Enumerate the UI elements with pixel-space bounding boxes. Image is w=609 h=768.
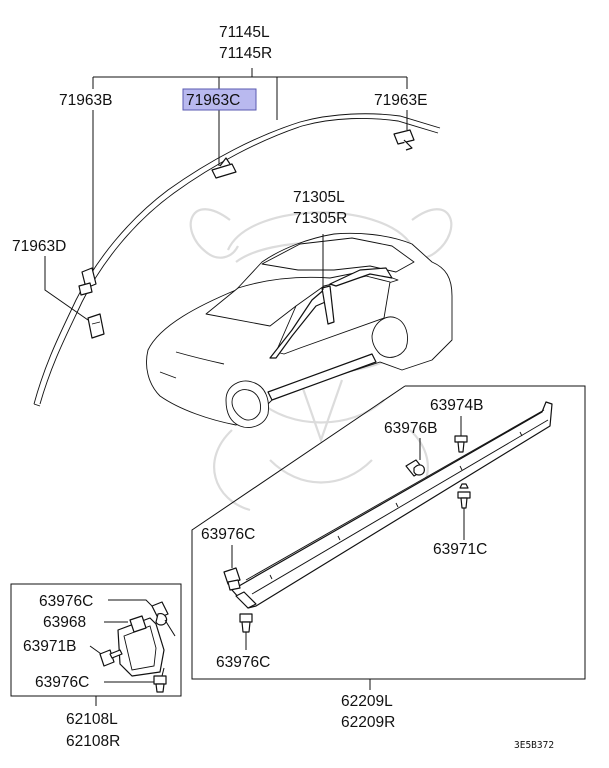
highlight-71963c	[182, 88, 257, 111]
label-inset-63968: 63968	[43, 614, 86, 631]
mudguard-inset-frame	[10, 583, 182, 706]
label-71305l: 71305L	[293, 189, 345, 206]
clip-63976c-lower	[239, 613, 253, 650]
label-71145r: 71145R	[219, 45, 272, 62]
clip-71963e	[393, 129, 415, 151]
label-62209l: 62209L	[341, 693, 393, 710]
clip-63976b	[405, 438, 425, 477]
diagram-code: 3E5B372	[514, 740, 554, 751]
roof-molding-bracket	[92, 68, 408, 120]
label-71963e: 71963E	[374, 92, 427, 109]
clip-71963b	[78, 267, 97, 296]
label-63971c: 63971C	[433, 541, 487, 558]
label-71963d: 71963D	[12, 238, 66, 255]
label-63976c-upper: 63976C	[201, 526, 255, 543]
label-62108r: 62108R	[66, 733, 120, 750]
label-71963b: 71963B	[59, 92, 112, 109]
label-inset-63976c-bottom: 63976C	[35, 674, 89, 691]
inset-screw-63971b	[89, 645, 123, 667]
clip-71963d-leader	[44, 256, 89, 321]
inset-clip-63976c-bottom	[104, 667, 167, 693]
side-sill-molding	[231, 401, 553, 609]
label-71963c[interactable]: 71963C	[186, 92, 240, 109]
label-63976c-lower: 63976C	[216, 654, 270, 671]
mudguard	[117, 615, 165, 677]
label-63974b: 63974B	[430, 397, 483, 414]
label-62209r: 62209R	[341, 714, 395, 731]
screw-63974b	[454, 416, 468, 453]
clip-71963d	[87, 313, 105, 339]
label-inset-63971b: 63971B	[23, 638, 76, 655]
side-sill-frame	[191, 385, 586, 690]
label-62108l: 62108L	[66, 711, 118, 728]
label-inset-63976c-top: 63976C	[39, 593, 93, 610]
screw-63971c	[457, 483, 471, 540]
car-body	[146, 232, 453, 428]
label-71305r: 71305R	[293, 210, 347, 227]
clip-63976c-upper	[223, 545, 241, 591]
label-63976b: 63976B	[384, 420, 437, 437]
label-71145l: 71145L	[219, 24, 270, 41]
roof-molding	[33, 113, 441, 407]
clip-71963c	[211, 157, 237, 179]
inset-clip-63976c-top	[108, 599, 176, 637]
